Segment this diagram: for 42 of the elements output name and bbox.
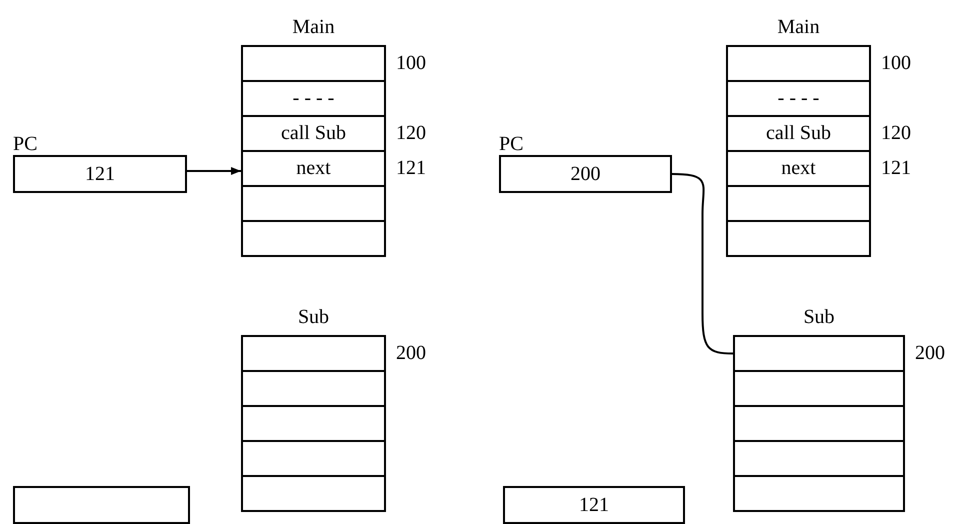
column-heading: Main <box>776 15 821 40</box>
address-label: 200 <box>396 341 426 366</box>
address-label: 100 <box>396 51 426 76</box>
memory-cell <box>726 185 871 222</box>
memory-cell <box>241 475 386 512</box>
memory-cell: call Sub <box>241 115 386 152</box>
register-label: PC <box>13 133 38 155</box>
address-label: 100 <box>881 51 911 76</box>
register-box: 200 <box>499 155 672 193</box>
address-label: 120 <box>881 121 911 146</box>
memory-cell <box>733 440 905 477</box>
column-heading: Main <box>291 15 336 40</box>
register-label: PC <box>499 133 524 155</box>
memory-cell <box>733 370 905 407</box>
connector-line <box>672 173 734 354</box>
memory-cell <box>241 440 386 477</box>
memory-cell <box>241 220 386 257</box>
memory-cell <box>241 45 386 82</box>
column-heading: Sub <box>296 305 330 330</box>
memory-box: 121 <box>503 486 685 524</box>
memory-cell <box>726 220 871 257</box>
memory-cell <box>733 335 905 372</box>
memory-cell <box>241 335 386 372</box>
column-heading: Sub <box>802 305 836 330</box>
memory-cell: next <box>726 150 871 187</box>
arrow <box>187 167 241 175</box>
memory-cell <box>241 370 386 407</box>
memory-cell: call Sub <box>726 115 871 152</box>
register-box: 121 <box>13 155 187 193</box>
memory-box <box>13 486 190 524</box>
memory-cell: - - - - <box>726 80 871 117</box>
address-label: 200 <box>915 341 945 366</box>
address-label: 121 <box>396 156 426 181</box>
memory-cell: next <box>241 150 386 187</box>
memory-cell <box>733 405 905 442</box>
memory-cell <box>733 475 905 512</box>
memory-cell <box>241 185 386 222</box>
memory-cell <box>241 405 386 442</box>
memory-cell: - - - - <box>241 80 386 117</box>
address-label: 120 <box>396 121 426 146</box>
address-label: 121 <box>881 156 911 181</box>
memory-cell <box>726 45 871 82</box>
